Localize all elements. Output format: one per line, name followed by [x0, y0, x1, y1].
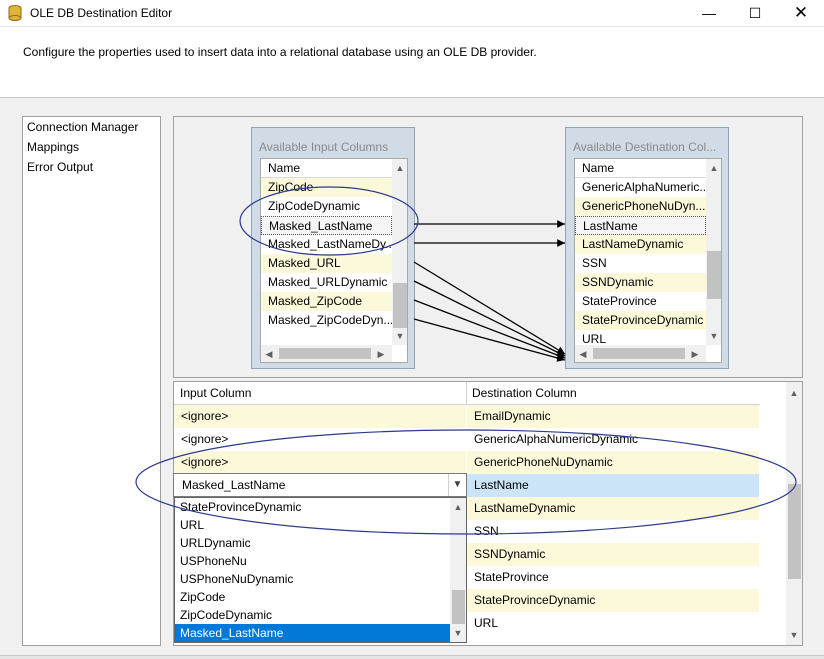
input-column-row[interactable]: Masked_LastNameDy...: [268, 237, 392, 251]
grid-cell-destination: EmailDynamic: [467, 405, 759, 428]
dropdown-option[interactable]: URLDynamic: [180, 536, 251, 550]
destination-column-row[interactable]: StateProvince: [582, 294, 657, 308]
grid-cell-input[interactable]: <ignore>: [174, 405, 466, 428]
grid-cell-input[interactable]: <ignore>: [181, 432, 229, 446]
scroll-thumb[interactable]: [707, 251, 721, 299]
destination-columns-title: Available Destination Col...: [573, 140, 717, 154]
destination-column-row[interactable]: LastName: [575, 216, 706, 235]
database-icon: [8, 5, 22, 21]
nav-item-error-output[interactable]: Error Output: [27, 160, 94, 174]
scroll-down-icon[interactable]: ▼: [453, 628, 463, 638]
nav-item-connection-manager[interactable]: Connection Manager: [27, 120, 139, 134]
scroll-down-icon[interactable]: ▼: [789, 630, 799, 640]
input-column-header[interactable]: Input Column: [180, 386, 252, 400]
grid-vscroll[interactable]: ▲ ▼: [786, 382, 802, 645]
grid-cell-destination: GenericPhoneNuDynamic: [467, 451, 759, 474]
grid-cell-destination: LastName: [467, 474, 759, 497]
scroll-up-icon[interactable]: ▲: [789, 388, 799, 398]
scroll-thumb[interactable]: [393, 283, 407, 328]
bottom-divider: [0, 655, 824, 659]
mapping-diagram: Available Input Columns Name ZipCode Zip…: [173, 116, 803, 378]
grid-cell-destination: URL: [474, 616, 499, 630]
nav-item-mappings[interactable]: Mappings: [27, 140, 80, 154]
destination-column-row[interactable]: LastNameDynamic: [575, 235, 706, 254]
title-bar: OLE DB Destination Editor — ☐ ✕: [0, 0, 824, 26]
scroll-down-icon[interactable]: ▼: [395, 331, 405, 341]
destination-columns-hscroll[interactable]: ◀ ▶: [575, 345, 706, 362]
scroll-up-icon[interactable]: ▲: [709, 163, 719, 173]
destination-columns-header: Name: [575, 159, 706, 178]
dropdown-option[interactable]: StateProvinceDynamic: [180, 500, 302, 514]
scroll-thumb[interactable]: [452, 590, 465, 624]
dropdown-option[interactable]: ZipCodeDynamic: [180, 608, 273, 622]
destination-column-row[interactable]: GenericAlphaNumeric...: [582, 180, 706, 194]
dropdown-option[interactable]: ZipCode: [180, 590, 226, 604]
dropdown-vscroll[interactable]: ▲ ▼: [450, 498, 466, 642]
combo-value: Masked_LastName: [182, 478, 286, 492]
scroll-left-icon[interactable]: ◀: [265, 349, 273, 359]
grid-cell-input[interactable]: <ignore>: [174, 451, 466, 474]
scroll-right-icon[interactable]: ▶: [691, 349, 699, 359]
minimize-button[interactable]: —: [702, 5, 716, 21]
scroll-thumb[interactable]: [279, 348, 371, 359]
input-columns-title: Available Input Columns: [259, 140, 389, 154]
destination-column-header[interactable]: Destination Column: [472, 386, 577, 400]
destination-column-row[interactable]: SSNDynamic: [575, 273, 706, 292]
scroll-right-icon[interactable]: ▶: [377, 349, 385, 359]
destination-column-row[interactable]: SSN: [582, 256, 607, 270]
maximize-button[interactable]: ☐: [748, 5, 762, 21]
scroll-thumb[interactable]: [593, 348, 685, 359]
input-column-row[interactable]: Masked_URL: [261, 254, 392, 273]
chevron-down-icon[interactable]: ▼: [448, 474, 466, 496]
destination-columns-list: Name GenericAlphaNumeric... GenericPhone…: [574, 158, 722, 363]
input-column-row[interactable]: ZipCodeDynamic: [268, 199, 361, 213]
input-column-combo[interactable]: Masked_LastName ▼: [173, 473, 467, 497]
grid-cell-destination: GenericAlphaNumericDynamic: [474, 432, 639, 446]
destination-column-row[interactable]: GenericPhoneNuDyn...: [575, 197, 706, 216]
input-column-row[interactable]: Masked_URLDynamic: [268, 275, 388, 289]
input-column-row[interactable]: ZipCode: [261, 178, 392, 197]
destination-columns-vscroll[interactable]: ▲ ▼: [706, 159, 721, 345]
input-columns-header: Name: [261, 159, 392, 178]
destination-columns-box[interactable]: Available Destination Col... Name Generi…: [565, 127, 729, 369]
grid-cell-destination: SSN: [474, 524, 499, 538]
destination-column-row[interactable]: StateProvinceDynamic: [575, 311, 706, 330]
grid-cell-destination: StateProvinceDynamic: [467, 589, 759, 612]
input-column-dropdown[interactable]: StateProvinceDynamic URL URLDynamic USPh…: [174, 497, 467, 643]
dropdown-option[interactable]: USPhoneNuDynamic: [180, 572, 294, 586]
scroll-up-icon[interactable]: ▲: [453, 502, 463, 512]
grid-cell-destination: LastNameDynamic: [467, 497, 759, 520]
input-columns-box[interactable]: Available Input Columns Name ZipCode Zip…: [251, 127, 415, 369]
input-columns-hscroll[interactable]: ◀ ▶: [261, 345, 392, 362]
scroll-thumb[interactable]: [788, 484, 801, 579]
input-column-row[interactable]: Masked_ZipCode: [261, 292, 392, 311]
input-column-row[interactable]: Masked_ZipCodeDyn...: [268, 313, 392, 327]
input-column-row[interactable]: Masked_LastName: [261, 216, 392, 235]
nav-panel: Connection Manager Mappings Error Output: [22, 116, 161, 646]
destination-column-row[interactable]: URL: [582, 332, 607, 346]
dropdown-option-selected[interactable]: Masked_LastName: [175, 624, 450, 642]
header-area: Configure the properties used to insert …: [0, 26, 824, 98]
window-title: OLE DB Destination Editor: [30, 6, 173, 20]
grid-cell-destination: StateProvince: [474, 570, 549, 584]
dropdown-option[interactable]: USPhoneNu: [180, 554, 247, 568]
editor-description: Configure the properties used to insert …: [23, 45, 537, 59]
scroll-down-icon[interactable]: ▼: [709, 331, 719, 341]
input-columns-vscroll[interactable]: ▲ ▼: [392, 159, 407, 345]
scroll-left-icon[interactable]: ◀: [579, 349, 587, 359]
close-button[interactable]: ✕: [793, 3, 809, 22]
input-columns-list: Name ZipCode ZipCodeDynamic Masked_LastN…: [260, 158, 408, 363]
dropdown-option[interactable]: URL: [180, 518, 205, 532]
scroll-up-icon[interactable]: ▲: [395, 163, 405, 173]
grid-header: Input Column Destination Column: [174, 382, 760, 405]
grid-cell-destination: SSNDynamic: [467, 543, 759, 566]
